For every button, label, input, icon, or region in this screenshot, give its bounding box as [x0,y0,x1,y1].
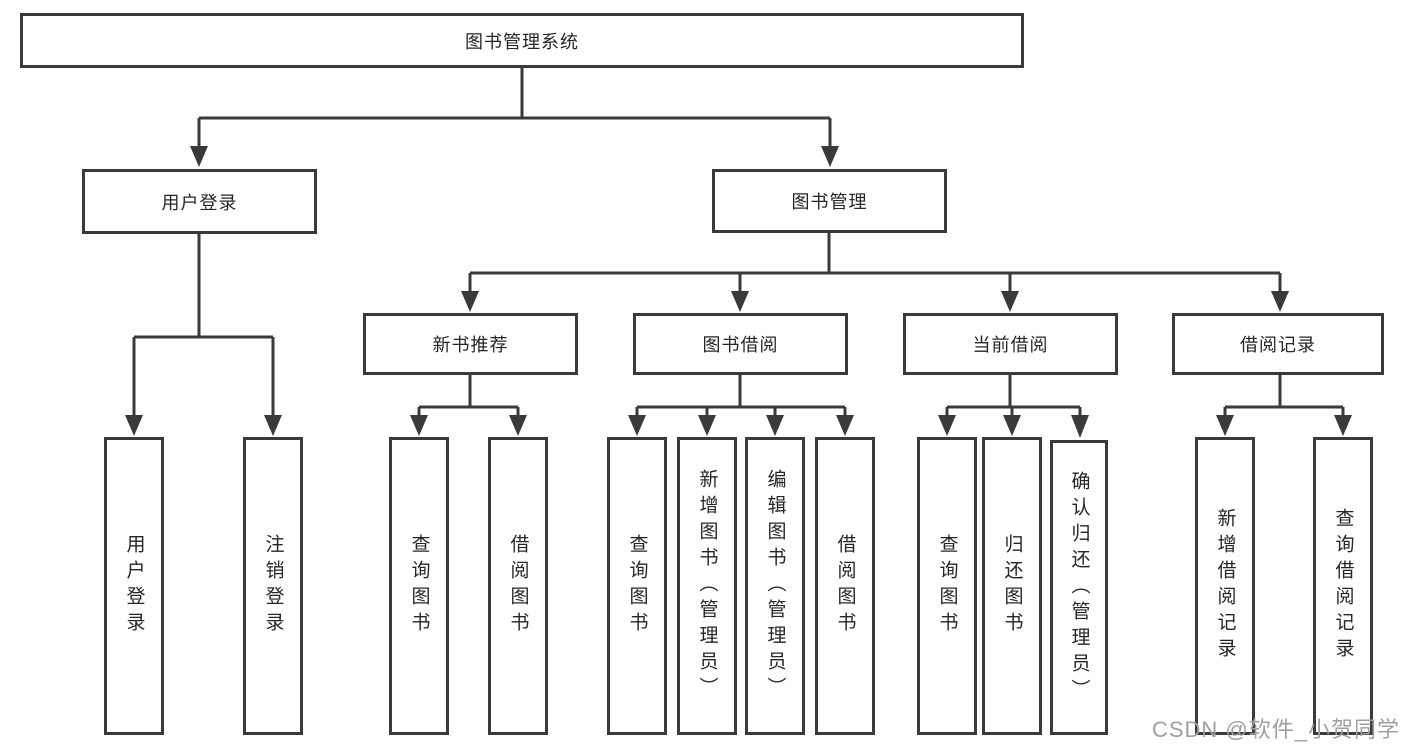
leaf-borrow-borrow-books: 借阅图书 [815,437,875,735]
node-label: 用户登录 [161,192,238,213]
leaf-current-confirm-return-admin: 确认归还（管理员） [1050,440,1108,735]
leaf-label: 用户登录 [123,534,145,638]
arrowheads [125,146,1352,438]
leaf-label: 新增图书（管理员） [696,469,718,703]
node-label: 图书管理 [791,192,868,212]
leaf-label: 借阅图书 [834,534,856,638]
leaf-user-login: 用户登录 [104,437,164,735]
node-book-management: 图书管理 [712,169,947,233]
node-library-management-system: 图书管理系统 [20,13,1024,68]
csdn-watermark: CSDN @软件_小贺同学 [1151,717,1400,742]
leaf-label: 确认归还（管理员） [1068,470,1090,705]
node-new-book-recommend: 新书推荐 [363,313,578,375]
leaf-records-query-record: 查询借阅记录 [1313,437,1373,735]
leaf-label: 查询借阅记录 [1332,508,1354,664]
leaf-logout: 注销登录 [243,437,303,735]
leaf-recommend-borrow-books: 借阅图书 [488,437,548,735]
node-book-borrowing: 图书借阅 [633,313,848,375]
leaf-borrow-query-books: 查询图书 [607,437,667,735]
leaf-label: 新增借阅记录 [1214,508,1236,664]
node-current-borrowing: 当前借阅 [903,313,1118,375]
leaf-label: 编辑图书（管理员） [764,469,786,703]
leaf-recommend-query-books: 查询图书 [389,437,449,735]
leaf-label: 查询图书 [408,534,430,638]
node-label: 新书推荐 [432,335,509,355]
node-label: 当前借阅 [972,335,1049,355]
node-label: 图书借阅 [702,335,779,355]
node-label: 借阅记录 [1240,335,1316,355]
node-label: 图书管理系统 [465,31,579,52]
leaf-borrow-add-books-admin: 新增图书（管理员） [677,437,737,735]
leaf-label: 注销登录 [262,534,284,638]
leaf-label: 查询图书 [626,534,648,638]
node-borrowing-records: 借阅记录 [1172,313,1384,375]
leaf-label: 归还图书 [1001,534,1023,638]
leaf-borrow-edit-books-admin: 编辑图书（管理员） [745,437,805,735]
leaf-current-return-books: 归还图书 [982,437,1042,735]
leaf-current-query-books: 查询图书 [917,437,977,735]
node-user-login: 用户登录 [82,169,317,234]
leaf-label: 查询图书 [936,534,958,638]
leaf-records-add-record: 新增借阅记录 [1195,437,1255,735]
leaf-label: 借阅图书 [507,534,529,638]
